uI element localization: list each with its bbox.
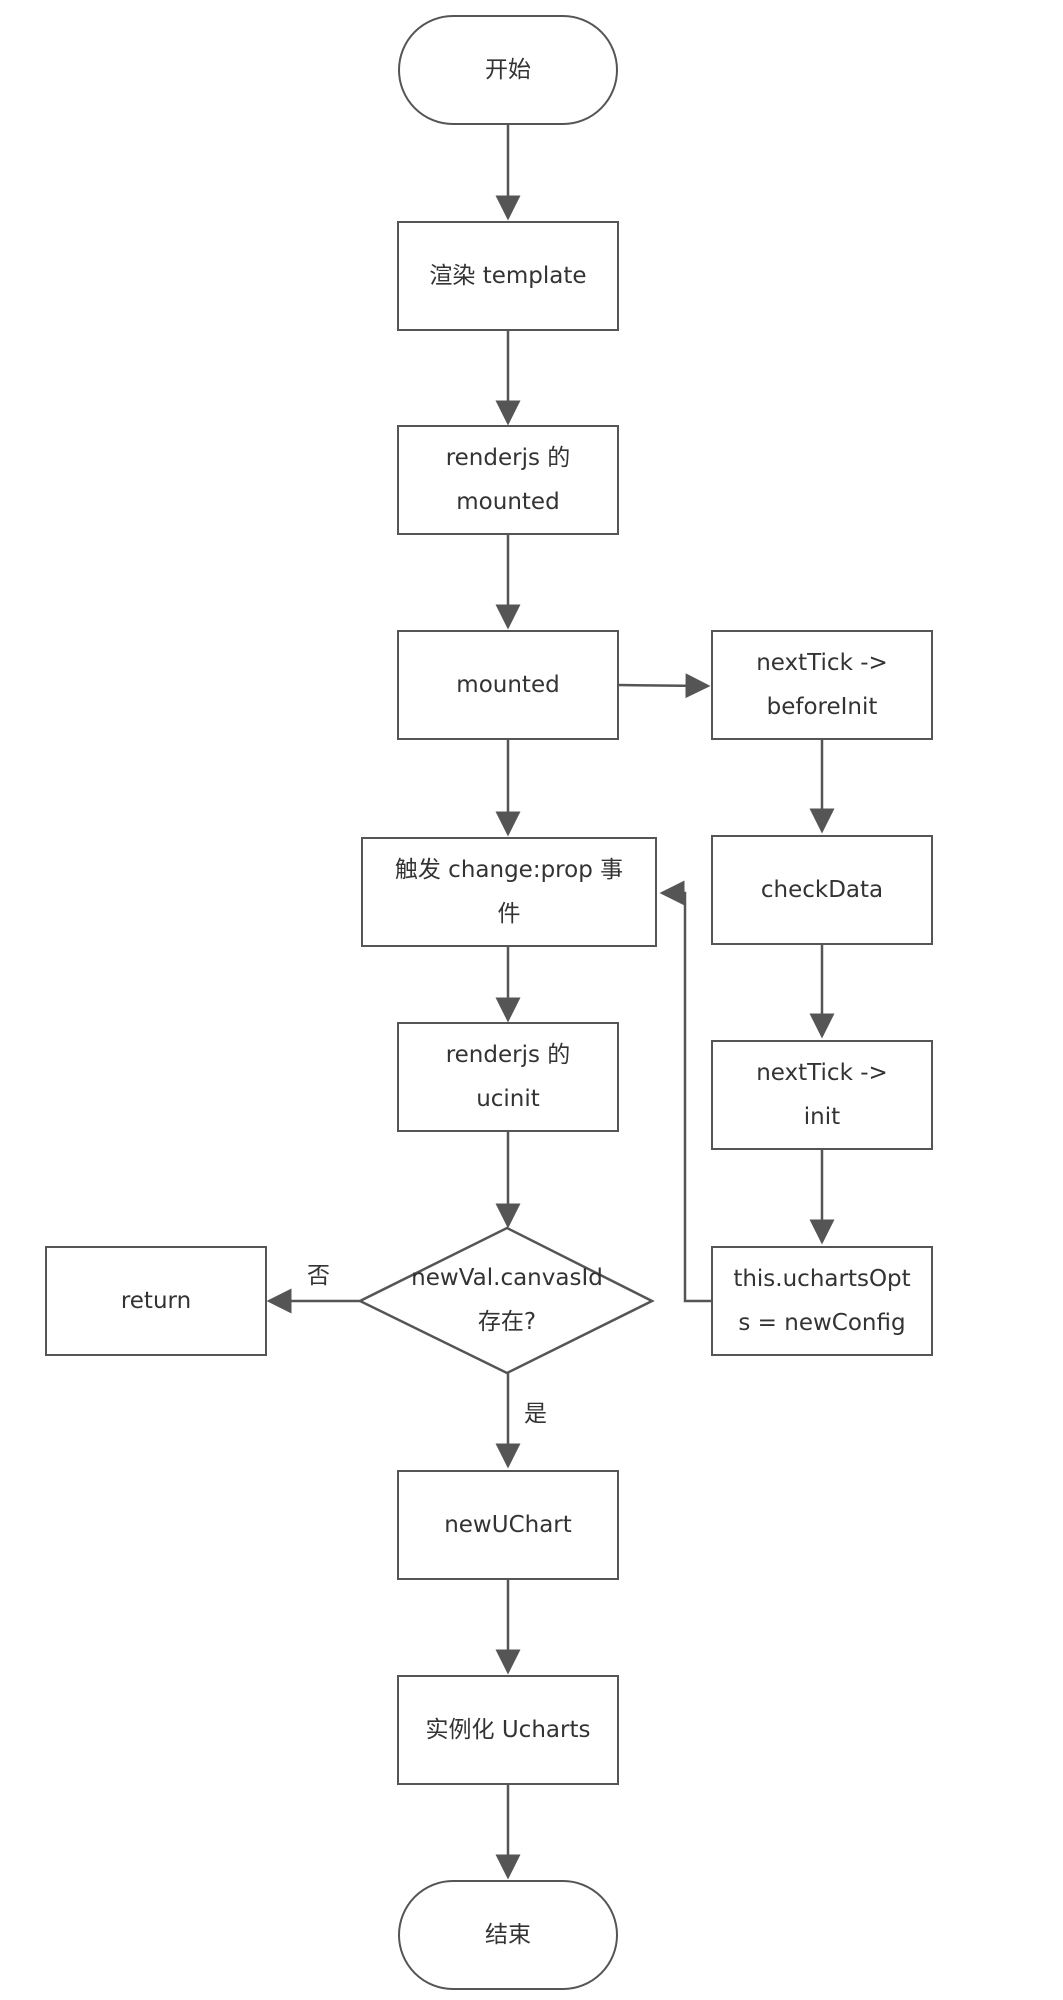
end-node: 结束 xyxy=(398,1880,618,1990)
render-template-node: 渲染 template xyxy=(397,221,619,331)
decision-label: newVal.canvasId 存在? xyxy=(380,1256,634,1344)
return-node: return xyxy=(45,1246,267,1356)
edge-setopts-to-trigger xyxy=(659,880,712,1303)
set-opts-label-line1: this.uchartsOpt xyxy=(733,1266,911,1292)
nexttick-init-label-line2: init xyxy=(803,1104,841,1130)
renderjs-ucinit-label-line1: renderjs 的 xyxy=(445,1042,571,1068)
checkdata-node: checkData xyxy=(711,835,933,945)
renderjs-ucinit-node: renderjs 的 ucinit xyxy=(397,1022,619,1132)
mounted-label: mounted xyxy=(456,672,560,698)
return-label: return xyxy=(120,1288,192,1314)
edge-mounted-to-nexttick xyxy=(617,673,711,699)
new-uchart-node: newUChart xyxy=(397,1470,619,1580)
renderjs-mounted-node: renderjs 的 mounted xyxy=(397,425,619,535)
instantiate-ucharts-node: 实例化 Ucharts xyxy=(397,1675,619,1785)
edge-label-yes: 是 xyxy=(524,1401,547,1427)
checkdata-label: checkData xyxy=(760,877,884,903)
trigger-change-node: 触发 change:prop 事 件 xyxy=(361,837,657,947)
edge-label-no: 否 xyxy=(307,1263,330,1289)
renderjs-mounted-label-line2: mounted xyxy=(456,489,560,515)
end-label: 结束 xyxy=(485,1922,531,1948)
decision-label-line2: 存在? xyxy=(477,1309,537,1335)
nexttick-beforeinit-label-line1: nextTick -> xyxy=(756,650,888,676)
nexttick-init-label-line1: nextTick -> xyxy=(756,1060,888,1086)
decision-diamond xyxy=(357,1226,655,1375)
nexttick-beforeinit-label-line2: beforeInit xyxy=(766,694,878,720)
mounted-node: mounted xyxy=(397,630,619,740)
instantiate-ucharts-label: 实例化 Ucharts xyxy=(425,1717,591,1743)
decision-label-line1: newVal.canvasId xyxy=(411,1265,603,1291)
renderjs-mounted-label-line1: renderjs 的 xyxy=(445,445,571,471)
nexttick-beforeinit-node: nextTick -> beforeInit xyxy=(711,630,933,740)
start-label: 开始 xyxy=(485,57,531,83)
start-node: 开始 xyxy=(398,15,618,125)
render-template-label: 渲染 template xyxy=(429,263,587,289)
trigger-change-label-line1: 触发 change:prop 事 xyxy=(394,857,624,883)
set-opts-node: this.uchartsOpt s = newConfig xyxy=(711,1246,933,1356)
renderjs-ucinit-label-line2: ucinit xyxy=(476,1086,540,1112)
nexttick-init-node: nextTick -> init xyxy=(711,1040,933,1150)
set-opts-label-line2: s = newConfig xyxy=(738,1310,906,1336)
trigger-change-label-line2: 件 xyxy=(497,901,521,927)
new-uchart-label: newUChart xyxy=(444,1512,572,1538)
